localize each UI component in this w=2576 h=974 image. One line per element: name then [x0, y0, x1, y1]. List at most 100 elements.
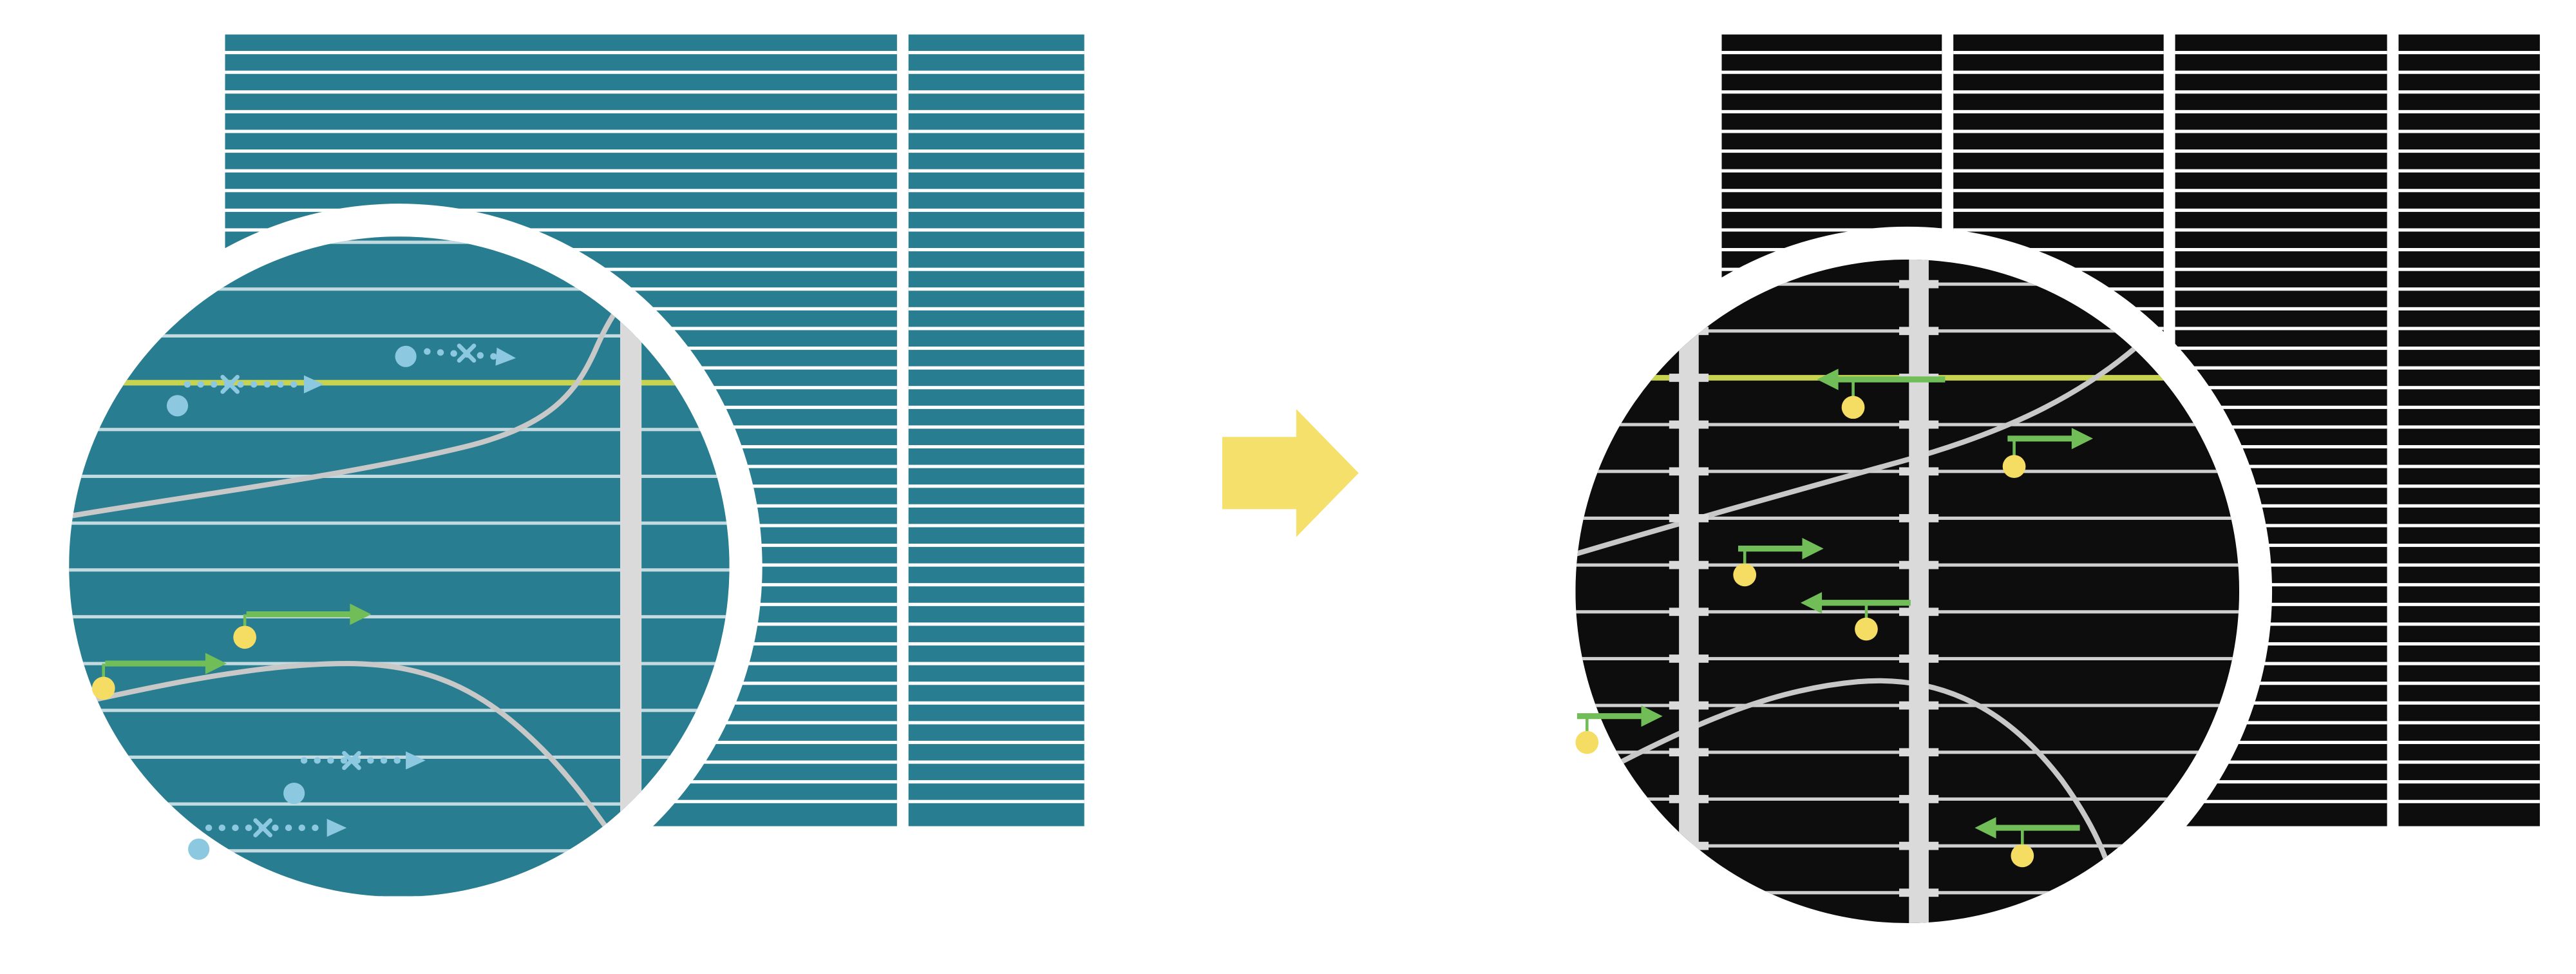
cell-finger-line: [2398, 366, 2540, 370]
left-magnified-inset-carriers: [91, 343, 516, 860]
inset-finger-line: [69, 755, 730, 759]
cell-finger-line: [2398, 464, 2540, 468]
cell-finger-line: [2398, 543, 2540, 548]
cell-finger-line: [908, 149, 1084, 153]
cell-finger-line: [2175, 51, 2387, 55]
cell-finger-line: [2175, 524, 2387, 528]
busbar-tick: [1669, 935, 1709, 944]
cell-finger-line: [2175, 149, 2387, 153]
busbar-tick: [1669, 701, 1709, 710]
busbar-tick: [1899, 654, 1939, 663]
inset-finger-line: [69, 521, 730, 525]
busbar-tick: [1669, 560, 1709, 569]
cell-finger-line: [1721, 51, 1942, 55]
cell-finger-line: [2175, 425, 2387, 429]
cell-finger-line: [2175, 346, 2387, 350]
cell-finger-line: [2398, 662, 2540, 665]
cell-finger-line: [2398, 307, 2540, 310]
cell-finger-line: [1953, 70, 2164, 74]
cell-finger-line: [2398, 248, 2540, 252]
cell-finger-line: [225, 149, 897, 153]
cell-finger-line: [1721, 208, 1942, 212]
carrier-collection-path: [1800, 592, 1911, 641]
electron-arrowhead: [495, 347, 516, 366]
busbar-tick: [1669, 654, 1709, 663]
cell-finger-line: [2398, 149, 2540, 153]
cell-finger-line: [2175, 740, 2387, 745]
cell-finger-line: [225, 129, 897, 133]
cell-finger-line: [2398, 228, 2540, 232]
cell-finger-line: [2398, 405, 2540, 409]
electron-path-blocked: [166, 374, 324, 417]
cell-finger-line: [908, 740, 1084, 745]
busbar-tick: [1669, 607, 1709, 616]
busbar-tick: [1669, 420, 1709, 429]
carrier-dot: [2002, 455, 2026, 478]
cell-finger-line: [908, 169, 1084, 173]
busbar-tick: [1899, 701, 1939, 710]
cell-finger-line: [2175, 70, 2387, 74]
busbar-tick: [1899, 841, 1939, 850]
busbar-tick: [1899, 888, 1939, 897]
cell-finger-line: [2398, 70, 2540, 74]
cell-finger-line: [2175, 405, 2387, 409]
cell-finger-line: [2398, 721, 2540, 725]
cell-finger-line: [908, 464, 1084, 468]
inset-finger-line: [69, 615, 730, 618]
carrier-arrowhead: [1975, 817, 1996, 839]
cell-finger-line: [2398, 327, 2540, 330]
cell-finger-line: [225, 189, 897, 193]
cell-finger-line: [908, 327, 1084, 330]
busbar-tick: [1669, 280, 1709, 289]
cell-finger-line: [908, 366, 1084, 370]
cell-finger-line: [2175, 267, 2387, 271]
cell-finger-line: [908, 543, 1084, 548]
cell-finger-line: [2175, 327, 2387, 330]
electron-dot: [283, 782, 305, 805]
carrier-dot: [2011, 844, 2034, 868]
cell-finger-line: [2175, 386, 2387, 390]
carrier-dot: [1855, 617, 1878, 641]
cell-finger-line: [2398, 760, 2540, 764]
carrier-collection-path: [1975, 817, 2080, 868]
cell-finger-line: [2398, 90, 2540, 94]
busbar-tick: [1669, 514, 1709, 522]
cell-finger-line: [908, 602, 1084, 606]
cell-finger-line: [908, 425, 1084, 429]
busbar-tick: [1899, 280, 1939, 289]
cell-finger-line: [908, 524, 1084, 528]
cell-finger-line: [2398, 189, 2540, 193]
cell-finger-line: [908, 287, 1084, 291]
cell-finger-line: [225, 110, 897, 113]
cell-panel: [2398, 34, 2540, 826]
busbar-tick: [1899, 327, 1939, 336]
cell-finger-line: [1721, 110, 1942, 113]
cell-finger-line: [908, 583, 1084, 587]
cell-finger-line: [908, 129, 1084, 133]
busbar-tick: [1899, 748, 1939, 757]
cell-finger-line: [908, 208, 1084, 212]
cell-finger-line: [2175, 307, 2387, 310]
cell-finger-line: [2398, 425, 2540, 429]
cell-finger-line: [2398, 563, 2540, 567]
cell-finger-line: [2175, 642, 2387, 646]
inset-finger-line: [69, 568, 730, 572]
cell-finger-line: [2175, 563, 2387, 567]
carrier-collection-path: [91, 653, 227, 700]
carrier-collection-path: [2002, 428, 2093, 478]
cell-finger-line: [225, 51, 897, 55]
cell-finger-line: [908, 504, 1084, 508]
inset-finger-line: [69, 662, 730, 665]
cell-finger-line: [1721, 129, 1942, 133]
carrier-collection-path: [1817, 368, 1946, 419]
cell-finger-line: [2175, 701, 2387, 705]
left-magnified-inset-background: [69, 236, 730, 897]
inset-finger-line: [69, 287, 730, 291]
highlighted-finger-line: [69, 379, 730, 386]
carrier-dot: [91, 676, 115, 700]
cell-finger-line: [225, 169, 897, 173]
cell-finger-line: [2398, 51, 2540, 55]
cell-finger-line: [908, 307, 1084, 310]
right-magnified-inset-carriers: [1575, 368, 2093, 868]
